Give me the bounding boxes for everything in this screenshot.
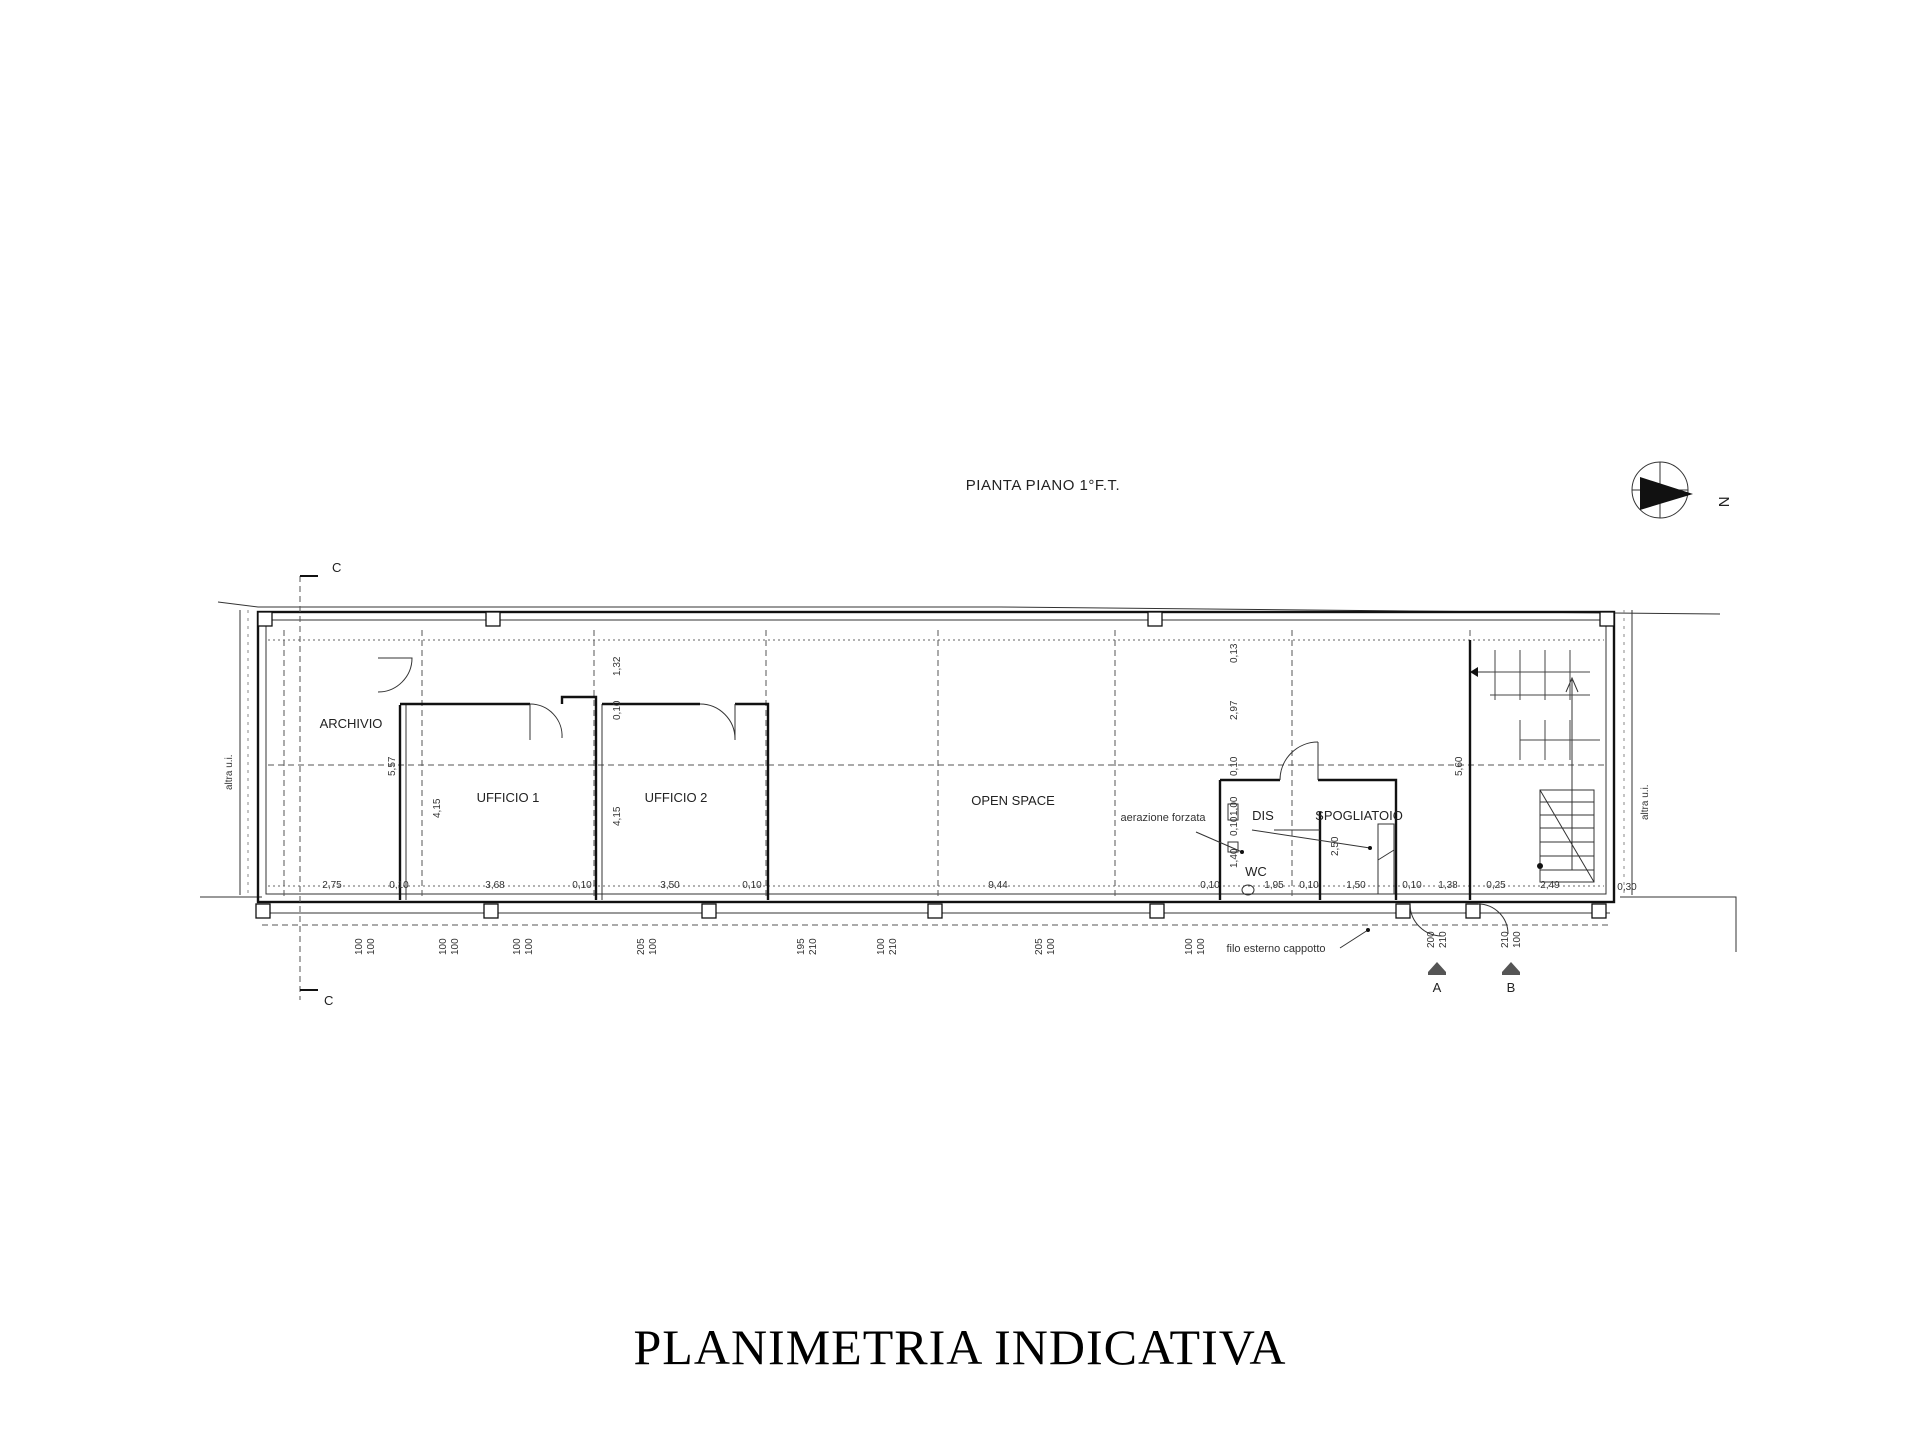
altra-ui-right-label: altra u.i. — [1640, 784, 1651, 820]
window-label: 205 — [636, 938, 647, 955]
room-label-spogliatoio: SPOGLIATOIO — [1315, 808, 1403, 823]
dim-vertical: 1,32 — [612, 656, 623, 676]
dim-bottom: 0,10 — [389, 880, 409, 891]
window-label: 100 — [450, 938, 461, 955]
dim-vertical: 5,60 — [1454, 756, 1465, 776]
altra-ui-left-label: altra u.i. — [224, 754, 235, 790]
room-label-open-space: OPEN SPACE — [971, 793, 1055, 808]
window-label: 195 — [796, 938, 807, 955]
north-label: N — [1715, 496, 1732, 507]
dim-vertical: 2,50 — [1330, 836, 1341, 856]
wc-fixtures — [1227, 803, 1395, 896]
pillars — [255, 611, 1615, 919]
dim-bottom: 9,44 — [988, 880, 1008, 891]
dim-vertical: 5,57 — [387, 756, 398, 776]
adjacent-unit-hatching — [239, 610, 1633, 895]
dim-bottom: 2,75 — [322, 880, 342, 891]
dim-bottom: 0,10 — [1200, 880, 1220, 891]
dim-bottom: 0,30 — [1617, 882, 1637, 893]
window-label: 100 — [366, 938, 377, 955]
document-title: PLANIMETRIA INDICATIVA — [633, 1319, 1287, 1375]
section-line-c — [299, 575, 318, 1000]
window-label: 100 — [354, 938, 365, 955]
dim-vertical: 4,15 — [612, 806, 623, 826]
section-c-bottom-label: C — [324, 993, 333, 1008]
window-label: 210 — [1438, 931, 1449, 948]
room-label-wc: WC — [1245, 864, 1267, 879]
dim-bottom: 0,10 — [1402, 880, 1422, 891]
aerazione-leaders — [1195, 829, 1372, 949]
dim-vertical: 4,15 — [432, 798, 443, 818]
vertical-dimensions: 5,57 4,15 1,32 0,10 4,15 0,13 2,97 0,10 … — [387, 643, 1465, 868]
room-label-ufficio2: UFFICIO 2 — [645, 790, 708, 805]
dim-bottom: 0,25 — [1486, 880, 1506, 891]
dim-vertical: 1,00 — [1229, 796, 1240, 816]
filo-esterno-note: filo esterno cappotto — [1226, 943, 1325, 955]
dim-vertical: 0,10 — [1229, 816, 1240, 836]
dim-vertical: 0,10 — [612, 700, 623, 720]
dim-vertical: 0,13 — [1229, 643, 1240, 663]
window-label: 100 — [512, 938, 523, 955]
window-label: 100 — [438, 938, 449, 955]
section-a-label: A — [1433, 980, 1442, 995]
dim-bottom: 2,49 — [1540, 880, 1560, 891]
room-label-dis: DIS — [1252, 808, 1274, 823]
structural-grid — [268, 630, 1604, 900]
dim-bottom: 0,10 — [572, 880, 592, 891]
section-marker-icon — [1428, 962, 1520, 975]
dim-bottom: 1,50 — [1346, 880, 1366, 891]
window-label: 205 — [1034, 938, 1045, 955]
dim-bottom: 3,50 — [660, 880, 680, 891]
window-label: 210 — [1500, 931, 1511, 948]
room-label-ufficio1: UFFICIO 1 — [477, 790, 540, 805]
window-label: 100 — [524, 938, 535, 955]
partitions — [398, 640, 1472, 900]
dim-bottom: 1,95 — [1264, 880, 1284, 891]
room-label-archivio: ARCHIVIO — [320, 716, 383, 731]
north-arrow-icon — [1631, 461, 1693, 519]
dim-bottom: 0,10 — [1299, 880, 1319, 891]
stair-grid-marks — [1490, 650, 1600, 760]
window-label: 100 — [1196, 938, 1207, 955]
outer-walls — [256, 610, 1616, 926]
doors — [377, 657, 1509, 937]
dim-vertical: 2,97 — [1229, 700, 1240, 720]
dim-bottom: 3,68 — [485, 880, 505, 891]
window-label: 100 — [1046, 938, 1057, 955]
dim-vertical: 0,10 — [1229, 756, 1240, 776]
window-label: 200 — [1426, 931, 1437, 948]
window-label: 210 — [888, 938, 899, 955]
aerazione-note: aerazione forzata — [1121, 812, 1207, 824]
window-labels: 100 100 100 100 100 100 205 100 195 210 … — [354, 931, 1523, 955]
staircase — [1470, 667, 1595, 883]
dim-bottom: 0,10 — [742, 880, 762, 891]
dim-bottom: 1,38 — [1438, 880, 1458, 891]
plan-title: PIANTA PIANO 1°F.T. — [966, 477, 1120, 494]
bottom-dimensions: 2,75 0,10 3,68 0,10 3,50 0,10 9,44 0,10 … — [322, 880, 1637, 893]
window-label: 100 — [648, 938, 659, 955]
window-label: 100 — [876, 938, 887, 955]
site-lines — [200, 601, 1737, 952]
window-label: 100 — [1512, 931, 1523, 948]
window-label: 210 — [808, 938, 819, 955]
dim-vertical: 1,40 — [1229, 848, 1240, 868]
section-b-label: B — [1507, 980, 1516, 995]
window-label: 100 — [1184, 938, 1195, 955]
section-c-top-label: C — [332, 560, 341, 575]
